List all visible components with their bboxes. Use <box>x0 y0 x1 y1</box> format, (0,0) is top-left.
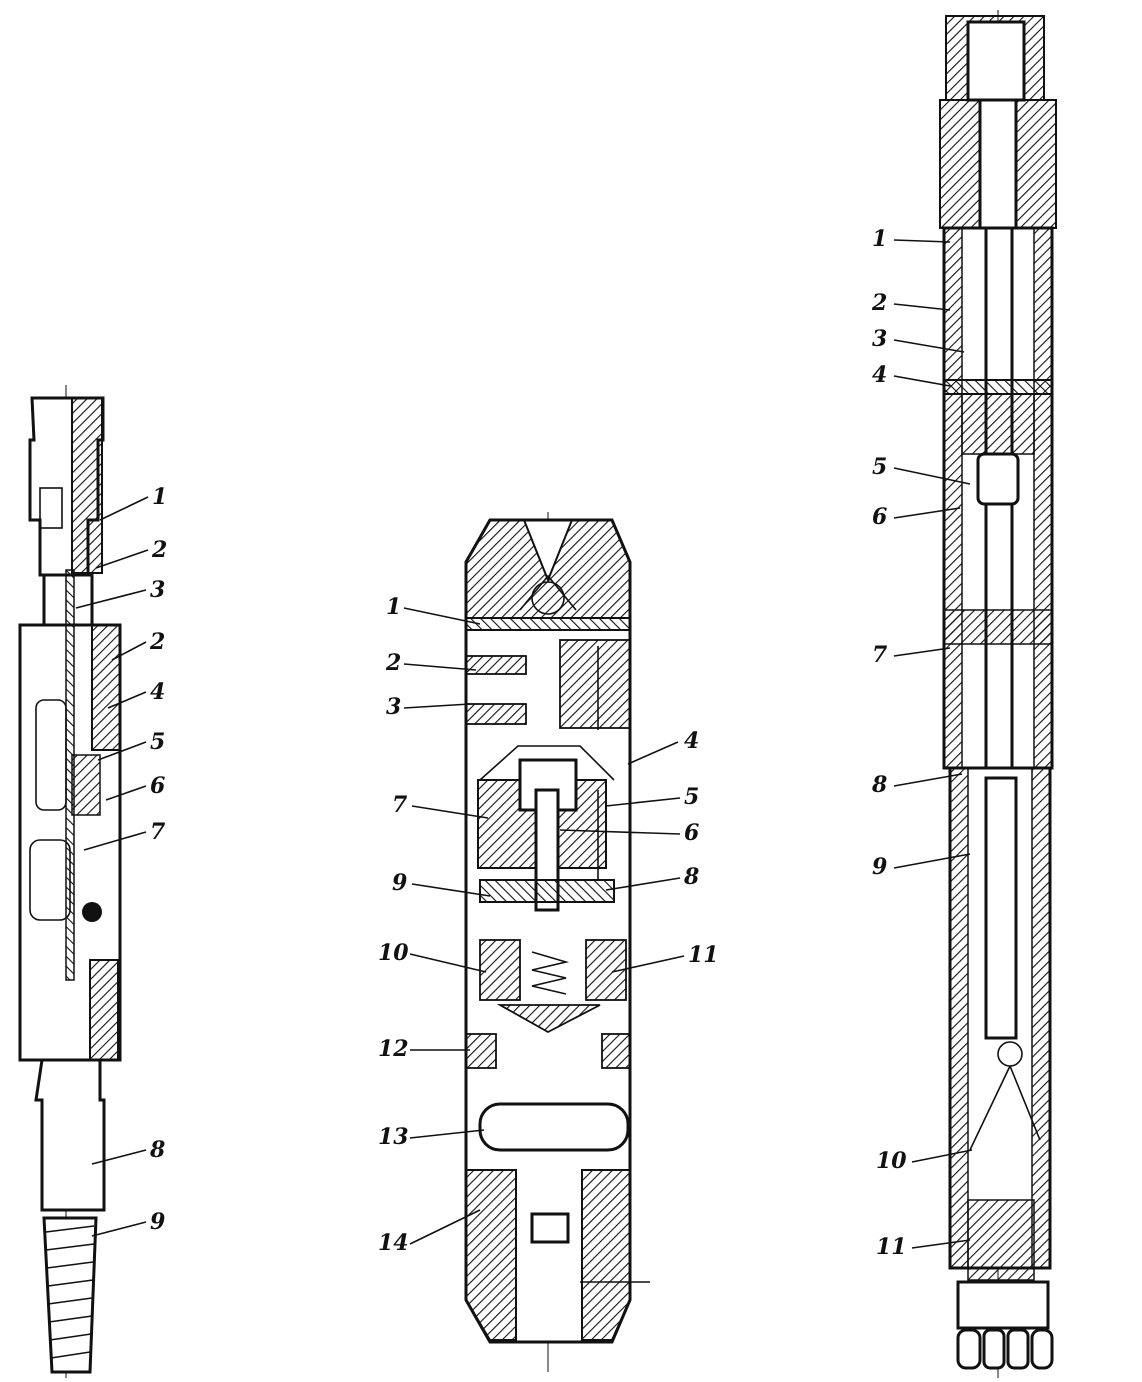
mid-label-5: 5 <box>684 784 699 810</box>
left-label-2b: 2 <box>149 629 165 655</box>
right-label-8: 8 <box>871 772 887 798</box>
left-label-1: 1 <box>152 484 167 510</box>
right-label-2: 2 <box>871 290 887 316</box>
right-label-9: 9 <box>872 854 887 880</box>
left-label-6: 6 <box>150 773 165 799</box>
right-label-11: 11 <box>876 1234 907 1260</box>
right-label-3: 3 <box>872 326 887 352</box>
mid-label-13: 13 <box>378 1124 409 1150</box>
left-tool-callouts: 1 2 3 2 4 5 6 7 8 9 <box>75 484 167 1237</box>
mid-label-12: 12 <box>378 1036 409 1062</box>
mid-label-8: 8 <box>683 864 699 890</box>
left-label-4: 4 <box>150 679 165 705</box>
middle-tool-drawing <box>464 512 650 1372</box>
right-label-7: 7 <box>872 642 888 668</box>
mid-label-7: 7 <box>392 792 408 818</box>
right-tool-callouts: 1 2 3 4 5 6 7 8 9 10 11 <box>871 226 973 1260</box>
right-tool-drawing <box>939 10 1057 1378</box>
mid-label-2: 2 <box>385 650 401 676</box>
right-label-5: 5 <box>872 454 887 480</box>
mid-label-14: 14 <box>378 1230 409 1256</box>
left-label-7: 7 <box>150 819 166 845</box>
left-label-3: 3 <box>150 577 165 603</box>
mid-label-11: 11 <box>688 942 719 968</box>
left-label-5: 5 <box>150 729 165 755</box>
left-label-8: 8 <box>149 1137 165 1163</box>
mid-label-3: 3 <box>386 694 401 720</box>
mid-label-4: 4 <box>684 728 699 754</box>
right-label-1: 1 <box>872 226 887 252</box>
right-label-10: 10 <box>876 1148 907 1174</box>
middle-tool-callouts: 1 2 3 4 7 5 6 9 8 10 11 12 13 14 <box>378 594 719 1256</box>
left-label-9: 9 <box>150 1209 165 1235</box>
mid-label-6: 6 <box>684 820 699 846</box>
left-tool-drawing <box>18 385 122 1378</box>
left-label-2a: 2 <box>151 537 167 563</box>
mid-label-9: 9 <box>392 870 407 896</box>
mid-label-1: 1 <box>386 594 401 620</box>
right-label-4: 4 <box>872 362 887 388</box>
mid-label-10: 10 <box>378 940 409 966</box>
right-label-6: 6 <box>872 504 887 530</box>
